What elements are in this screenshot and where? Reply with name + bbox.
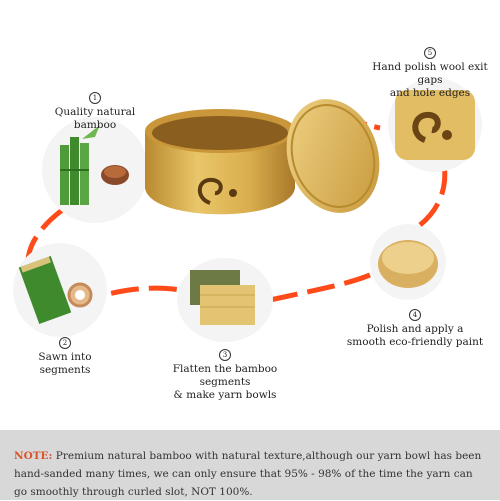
note-body: Premium natural bamboo with natural text… [14, 450, 482, 498]
flattened-bamboo-image [177, 258, 273, 342]
step-3-label: 3 Flatten the bamboo segments & make yar… [150, 349, 300, 402]
sawn-segments-image [13, 243, 107, 337]
wool-exit-image [388, 78, 482, 172]
step-5-text-line1: Hand polish wool exit gaps [372, 61, 488, 86]
step-4-number: 4 [409, 309, 421, 321]
step-5-label: 5 Hand polish wool exit gaps and hole ed… [360, 47, 500, 100]
note-lead: NOTE: [14, 450, 53, 462]
step-3-number: 3 [219, 349, 231, 361]
step-1-label: 1 Quality natural bamboo [35, 92, 155, 132]
curve-4-to-5 [418, 149, 448, 227]
step-2-label: 2 Sawn into segments [15, 337, 115, 377]
step-1-text: Quality natural bamboo [54, 106, 136, 131]
step-3-text-line1: Flatten the bamboo segments [172, 363, 278, 388]
yarn-slot [197, 177, 223, 205]
step-2-text: Sawn into segments [38, 351, 92, 376]
step-3-text-line2: & make yarn bowls [173, 389, 277, 401]
note-text: NOTE: Premium natural bamboo with natura… [14, 447, 488, 501]
yarn-bowl-image [145, 99, 380, 215]
note-bar [0, 430, 500, 500]
step-4-text-line1: Polish and apply a [366, 323, 464, 335]
step-5-text-line2: and hole edges [389, 87, 471, 99]
step-1-number: 1 [89, 92, 101, 104]
bowl-lid [286, 99, 380, 213]
step-5-number: 5 [424, 47, 436, 59]
yarn-hole [229, 189, 237, 197]
step-2-number: 2 [59, 337, 71, 349]
bamboo-stalks-image [42, 117, 148, 223]
curve-3-to-4 [269, 272, 371, 303]
step-4-label: 4 Polish and apply a smooth eco-friendly… [345, 309, 485, 349]
polished-lid-image [370, 224, 446, 300]
step-4-text-line2: smooth eco-friendly paint [346, 336, 484, 348]
